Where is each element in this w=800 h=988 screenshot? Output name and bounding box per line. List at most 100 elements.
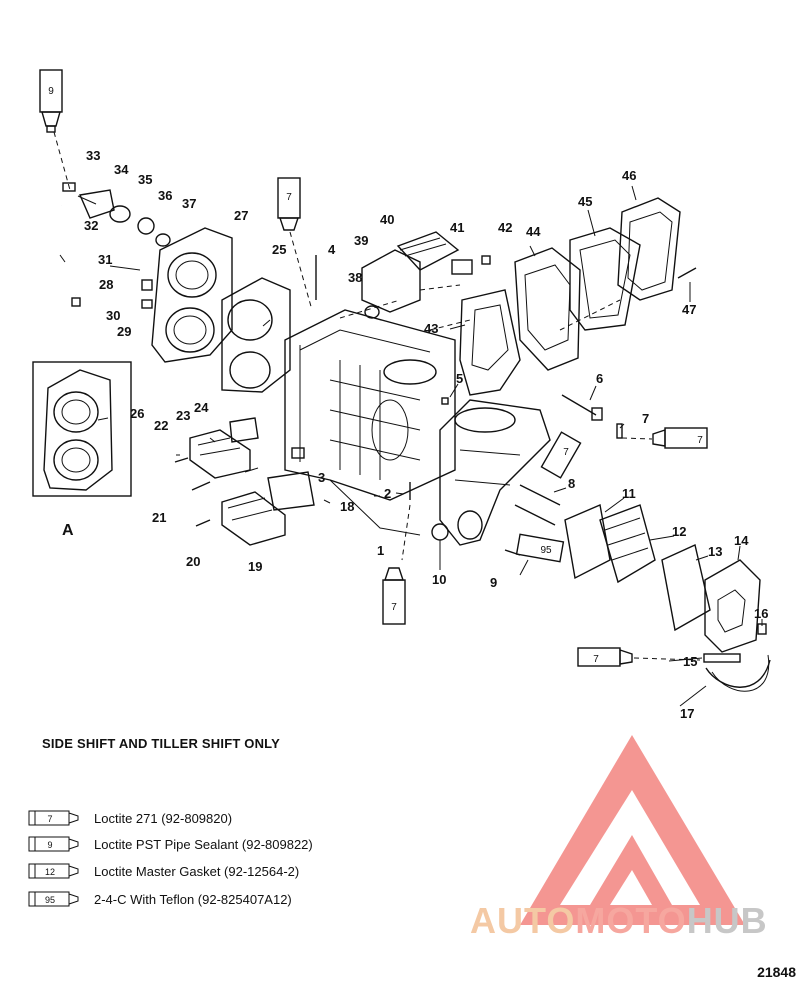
callout-2: 2	[384, 486, 391, 501]
callout-29: 29	[117, 324, 131, 339]
callout-23: 23	[176, 408, 190, 423]
callout-42: 42	[498, 220, 512, 235]
callout-15: 15	[683, 654, 697, 669]
callout-10: 10	[432, 572, 446, 587]
svg-text:12: 12	[45, 867, 55, 877]
reed-gasket	[564, 504, 611, 580]
legend-row-2-4-c: 95 2-4-C With Teflon (92-825407A12)	[28, 889, 292, 909]
callout-22: 22	[154, 418, 168, 433]
callout-37: 37	[182, 196, 196, 211]
callout-39: 39	[354, 233, 368, 248]
head-gasket	[221, 277, 291, 393]
intake-cover	[704, 559, 761, 653]
callout-30: 30	[106, 308, 120, 323]
callout-34: 34	[114, 162, 129, 177]
loctite-tube-7-icon-e: 7	[382, 567, 406, 625]
callout-32: 32	[84, 218, 98, 233]
callout-14: 14	[734, 533, 749, 548]
legend-tube-icon: 9	[28, 836, 82, 852]
callout-28: 28	[99, 277, 113, 292]
detail-box-a	[32, 361, 132, 497]
small-bolts	[71, 279, 153, 309]
intake-gasket	[661, 544, 711, 632]
crankcase-cover	[439, 399, 551, 546]
callout-6: 6	[596, 371, 603, 386]
detail-a-label: A	[62, 522, 74, 539]
svg-text:7: 7	[47, 814, 52, 824]
watermark-brand-text: AUTOMOTOHUB	[470, 900, 768, 941]
callout-24: 24	[194, 400, 209, 415]
callout-26: 26	[130, 406, 144, 421]
legend-row-loctite-271: 7 Loctite 271 (92-809820)	[28, 808, 232, 828]
tube-7-mark-a: 7	[286, 192, 292, 203]
detail-head-cover	[43, 369, 113, 491]
callout-20: 20	[186, 554, 200, 569]
reed-valve-block	[599, 504, 656, 584]
legend-text: Loctite 271 (92-809820)	[94, 810, 233, 826]
callout-3: 3	[318, 470, 325, 485]
loctite-tube-7-icon-d: 7	[577, 647, 633, 667]
tube-95-mark: 95	[540, 545, 552, 556]
callout-43: 43	[424, 321, 438, 336]
tube-9-mark: 9	[48, 86, 54, 97]
exhaust-cover-plate	[617, 197, 681, 301]
callout-19: 19	[248, 559, 262, 574]
callout-44: 44	[526, 224, 541, 239]
legend-tube-icon: 7	[28, 810, 82, 826]
callout-33: 33	[86, 148, 100, 163]
callout-40: 40	[380, 212, 394, 227]
tube-7-mark-b: 7	[697, 435, 703, 446]
callout-47: 47	[682, 302, 696, 317]
callout-46: 46	[622, 168, 636, 183]
callout-11: 11	[622, 486, 636, 501]
loctite-tube-7-icon-c: 7	[540, 431, 582, 479]
gasket-18	[267, 471, 315, 511]
callout-12: 12	[672, 524, 686, 539]
tube-7-mark-e: 7	[391, 602, 397, 613]
callout-16: 16	[754, 606, 768, 621]
callout-4: 4	[328, 242, 336, 257]
lower-bolts	[174, 457, 211, 527]
callout-18: 18	[340, 499, 354, 514]
lower-reed-block-19	[221, 491, 286, 546]
tube-7-mark-d: 7	[593, 654, 599, 665]
callout-17: 17	[680, 706, 694, 721]
tube-7-mark-c: 7	[563, 447, 569, 458]
callout-38: 38	[348, 270, 362, 285]
figure-number: 21848	[757, 964, 796, 980]
gasket-24	[229, 417, 259, 443]
callout-27: 27	[234, 208, 248, 223]
svg-text:95: 95	[45, 895, 55, 905]
exhaust-gasket	[569, 227, 641, 331]
callout-5: 5	[456, 371, 463, 386]
reed-block-top	[361, 231, 491, 319]
lower-reed-block-23	[189, 429, 251, 479]
legend-text: Loctite Master Gasket (92-12564-2)	[94, 863, 300, 879]
callout-41: 41	[450, 220, 464, 235]
loctite-tube-7-icon-b: 7	[652, 427, 708, 449]
callout-31: 31	[98, 252, 112, 267]
legend-tube-icon: 12	[28, 863, 82, 879]
thermostat-cover-assembly	[62, 182, 171, 247]
callout-9: 9	[490, 575, 497, 590]
svg-text:9: 9	[47, 840, 52, 850]
exhaust-housing	[514, 247, 581, 371]
callout-1: 1	[377, 543, 384, 558]
callout-13: 13	[708, 544, 722, 559]
legend-row-master-gasket: 12 Loctite Master Gasket (92-12564-2)	[28, 861, 299, 881]
sealant-tube-9-icon: 9	[39, 69, 63, 133]
legend-row-pst-sealant: 9 Loctite PST Pipe Sealant (92-809822)	[28, 834, 313, 854]
cylinder-head-cover	[151, 227, 233, 363]
legend-text: Loctite PST Pipe Sealant (92-809822)	[94, 836, 313, 852]
watermark-logo-icon	[520, 735, 745, 925]
legend-text: 2-4-C With Teflon (92-825407A12)	[94, 891, 292, 907]
grease-tube-95-icon: 95	[515, 533, 565, 563]
loctite-tube-7-icon-a: 7	[277, 177, 301, 231]
callout-8: 8	[568, 476, 575, 491]
callout-35: 35	[138, 172, 152, 187]
shift-note: SIDE SHIFT AND TILLER SHIFT ONLY	[42, 736, 281, 751]
callout-45: 45	[578, 194, 592, 209]
transfer-port-cover	[459, 289, 521, 396]
